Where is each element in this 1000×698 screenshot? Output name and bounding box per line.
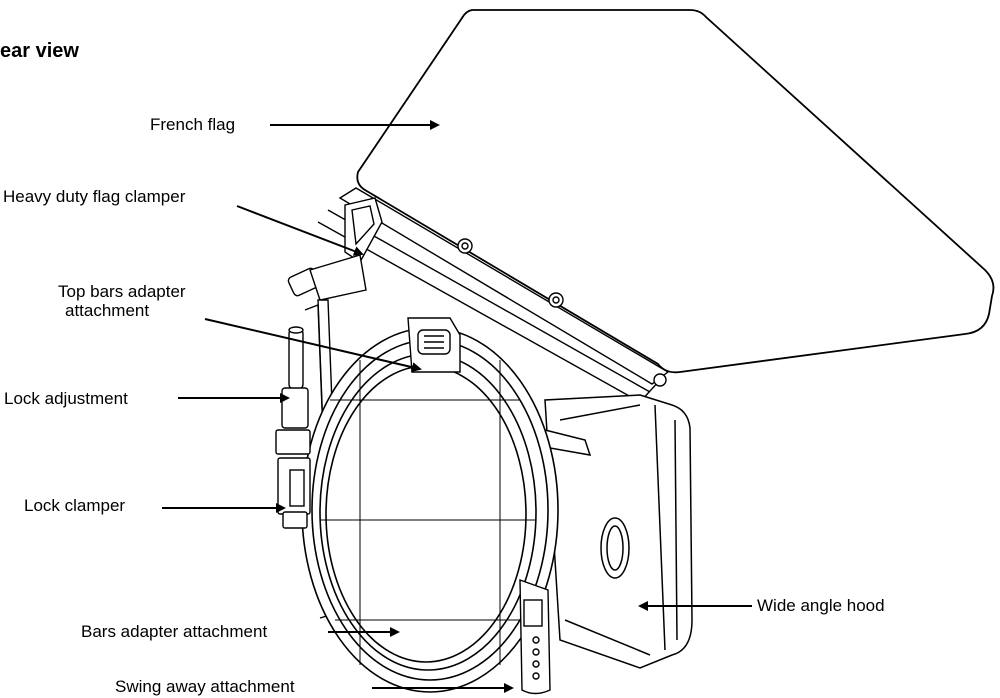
- label-bars-adapter: Bars adapter attachment: [81, 622, 268, 641]
- wide-angle-hood: [543, 394, 693, 669]
- label-flag-clamper: Heavy duty flag clamper: [3, 187, 186, 206]
- label-wide-angle-hood: Wide angle hood: [757, 596, 885, 615]
- arrow-flag-clamper: [236, 205, 364, 256]
- swing-away-part: [519, 579, 551, 695]
- top-bars-adapter-part: [407, 317, 461, 373]
- label-lock-clamper: Lock clamper: [24, 496, 126, 515]
- top-frame: [317, 187, 670, 403]
- arrow-top-bars: [204, 318, 422, 373]
- label-swing-away: Swing away attachment: [115, 677, 295, 696]
- label-top-bars-line2: attachment: [65, 301, 150, 320]
- label-top-bars-line1: Top bars adapter: [58, 282, 186, 301]
- lock-clamper-part: [277, 457, 311, 529]
- lock-adjustment-part: [275, 326, 311, 455]
- label-french-flag: French flag: [150, 115, 236, 134]
- flag-clamper-part: [287, 197, 383, 301]
- french-flag-panel: [356, 9, 995, 374]
- label-lock-adjustment: Lock adjustment: [4, 389, 128, 408]
- view-title: ear view: [0, 40, 79, 62]
- filter-ring: [301, 327, 559, 693]
- leader-arrows: [162, 120, 752, 693]
